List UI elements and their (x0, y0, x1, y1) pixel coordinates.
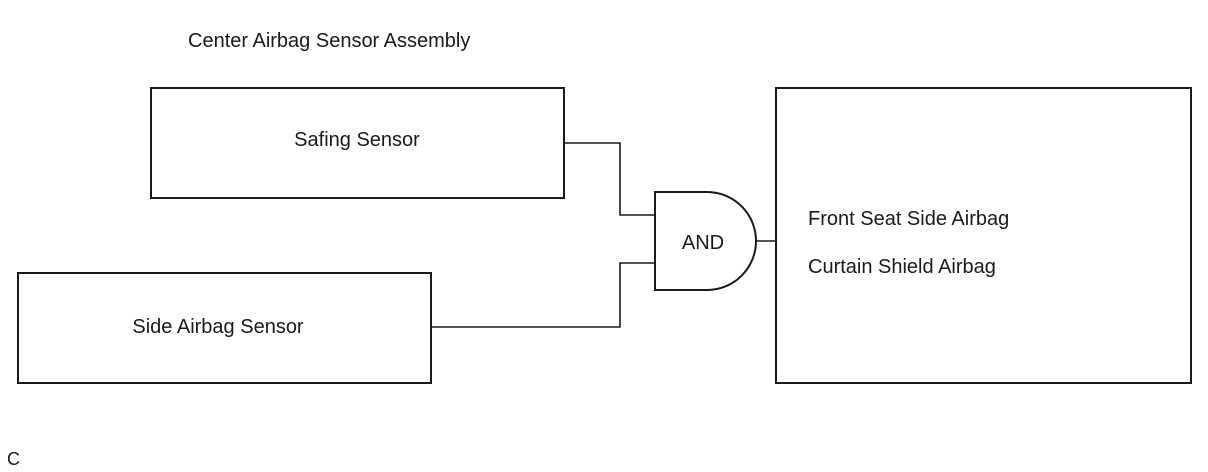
and-gate-label: AND (682, 232, 724, 254)
assembly-label: Center Airbag Sensor Assembly (188, 30, 470, 52)
curtain-shield-airbag-label: Curtain Shield Airbag (808, 256, 996, 278)
side-to-gate-wire (431, 262, 655, 328)
safing-sensor-label: Safing Sensor (294, 129, 420, 151)
front-seat-side-airbag-label: Front Seat Side Airbag (808, 208, 1009, 230)
safing-sensor-box (150, 87, 565, 199)
side-airbag-sensor-label: Side Airbag Sensor (132, 316, 304, 338)
airbag-output-box (775, 87, 1192, 384)
corner-mark: C (7, 449, 20, 469)
and-gate (654, 191, 757, 291)
side-airbag-sensor-box (17, 272, 432, 384)
safing-to-gate-wire (564, 142, 655, 216)
